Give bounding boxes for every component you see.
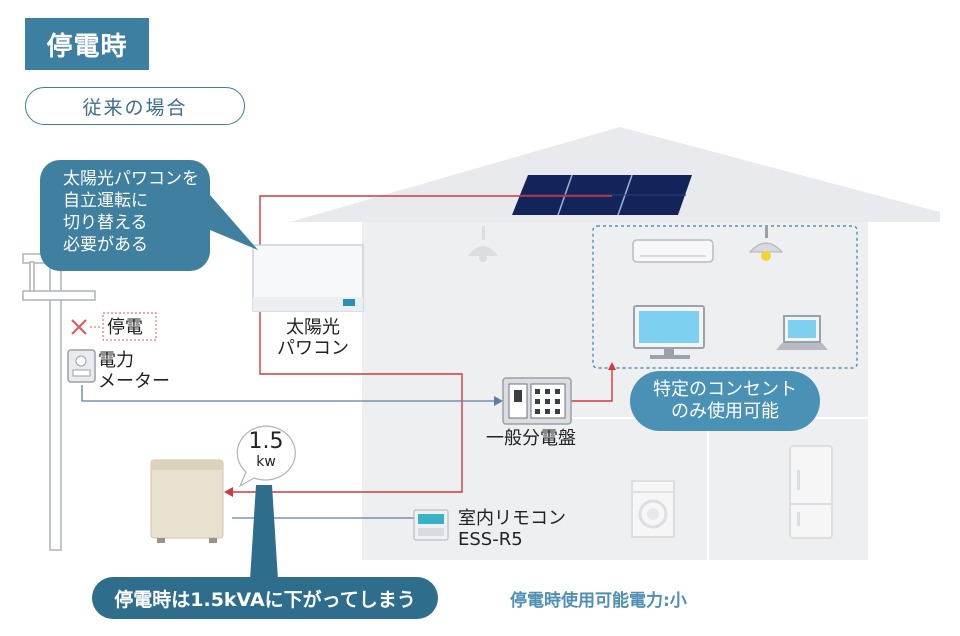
kw-bubble-text: 1.5 kw: [236, 426, 296, 482]
meter-label-line1: 電力: [98, 350, 134, 371]
utility-pole-icon: [22, 253, 96, 551]
pcs-label-line1: 太陽光: [286, 317, 340, 338]
refrigerator-icon: [789, 445, 833, 539]
callout-text: 太陽光パワコンを 自立運転に 切り替える 必要がある: [63, 168, 199, 256]
pcs-label-line2: パワコン: [277, 338, 349, 359]
outlet-note-line2: のみ使用可能: [671, 401, 779, 422]
kw-unit: kw: [256, 454, 276, 470]
red-power-lines: [232, 195, 613, 493]
remote-label-line1: 室内リモコン: [458, 508, 566, 529]
specific-outlet-area: [592, 225, 858, 369]
washing-machine-icon: [631, 480, 675, 538]
remote-label: 室内リモコン ESS-R5: [458, 508, 566, 550]
callout-line: 太陽光パワコンを: [63, 169, 199, 189]
output-beam: [250, 485, 278, 580]
ceiling-lamp-off-icon: [468, 226, 498, 262]
remote-controller-icon: [413, 509, 449, 541]
tv-icon: [633, 305, 705, 359]
callout-line: 必要がある: [63, 235, 148, 255]
house-roof: [290, 127, 940, 222]
meter-label-line2: メーター: [98, 371, 170, 392]
capacity-drop-note: 停電時は1.5kVAに下がってしまう: [92, 577, 438, 619]
callout-bubble: [40, 160, 258, 271]
laptop-icon: [776, 315, 828, 350]
outage-x-icon: [71, 319, 87, 335]
power-conditioner-icon: [252, 244, 364, 312]
kw-bubble: [236, 425, 296, 488]
page-title: 停電時: [25, 18, 149, 70]
electric-meter-icon: [67, 349, 96, 383]
callout-line: 自立運転に: [63, 191, 148, 211]
outlet-note-line1: 特定のコンセント: [653, 379, 797, 400]
kw-value: 1.5: [248, 429, 284, 454]
distribution-panel-icon: [502, 377, 572, 425]
usable-power-label: 停電時使用可能電力:小: [510, 591, 687, 611]
meter-label: 電力 メーター: [98, 350, 170, 392]
power-conditioner-label: 太陽光 パワコン: [277, 317, 349, 359]
storage-battery-icon: [150, 459, 224, 543]
case-subtitle: 従来の場合: [25, 87, 245, 125]
callout-line: 切り替える: [63, 213, 148, 233]
ceiling-lamp-on-icon: [748, 226, 784, 261]
distribution-panel-label: 一般分電盤: [486, 428, 576, 449]
outage-label: 停電: [107, 317, 143, 338]
specific-outlet-note: 特定のコンセント のみ使用可能: [630, 371, 820, 431]
air-conditioner-icon: [632, 239, 714, 263]
remote-label-line2: ESS-R5: [458, 529, 523, 550]
solar-panel-icon: [512, 174, 692, 216]
